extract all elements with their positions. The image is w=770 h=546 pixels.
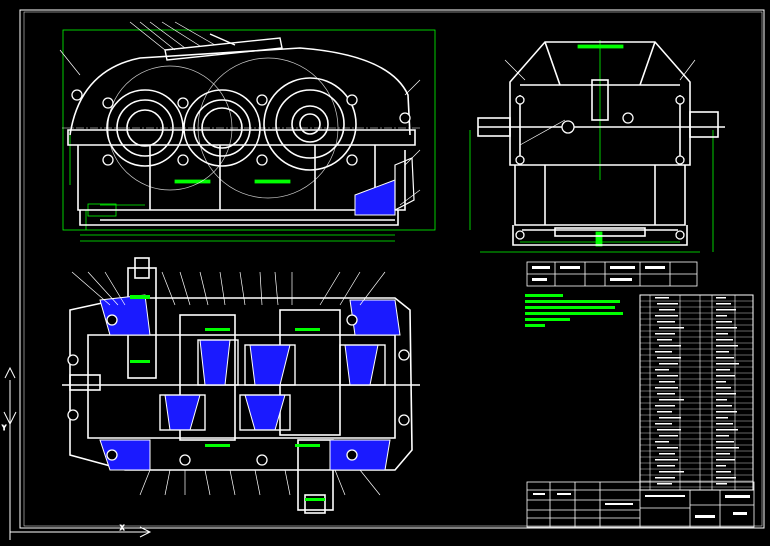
sheet-frame	[19, 9, 765, 529]
technical-requirements-notes	[525, 294, 623, 327]
svg-text:X: X	[120, 524, 125, 532]
parts-row-text	[659, 471, 684, 473]
parts-row-material	[716, 315, 727, 317]
parts-row-material	[716, 465, 726, 467]
technical-characteristics-table	[526, 261, 698, 287]
parts-row-material	[716, 387, 731, 389]
parts-row-material	[716, 297, 726, 299]
parts-row-text	[659, 399, 684, 401]
parts-row-material	[716, 429, 738, 431]
parts-row-text	[659, 417, 681, 419]
parts-row-material	[716, 321, 732, 323]
parts-list-table	[639, 294, 754, 491]
parts-row-material	[716, 477, 736, 479]
parts-row-material	[716, 309, 736, 311]
parts-row-text	[659, 345, 681, 347]
parts-row-material	[716, 453, 730, 455]
parts-row-text	[657, 357, 681, 359]
parts-row-text	[657, 393, 675, 395]
parts-row-material	[716, 345, 738, 347]
parts-row-text	[655, 405, 675, 407]
parts-row-text	[659, 363, 678, 365]
parts-row-text	[657, 339, 672, 341]
parts-row-text	[655, 315, 678, 317]
parts-row-material	[716, 471, 731, 473]
parts-row-text	[655, 369, 669, 371]
parts-row-material	[716, 447, 739, 449]
parts-row-text	[657, 411, 672, 413]
parts-row-text	[659, 327, 684, 329]
parts-row-text	[657, 447, 678, 449]
parts-row-material	[716, 327, 737, 329]
side-elevation-view[interactable]	[469, 40, 725, 253]
parts-row-text	[659, 453, 675, 455]
parts-row-text	[655, 351, 672, 353]
parts-row-text	[657, 465, 675, 467]
parts-row-text	[655, 387, 678, 389]
svg-text:Y: Y	[2, 424, 7, 432]
title-block	[526, 481, 755, 528]
parts-row-material	[716, 393, 736, 395]
parts-row-material	[716, 417, 728, 419]
parts-row-text	[659, 309, 675, 311]
parts-row-material	[716, 363, 739, 365]
parts-row-text	[655, 459, 678, 461]
parts-row-text	[655, 477, 675, 479]
parts-row-material	[716, 333, 728, 335]
parts-row-material	[716, 483, 727, 485]
parts-row-material	[716, 375, 735, 377]
parts-row-text	[659, 381, 675, 383]
front-elevation-view[interactable]	[59, 21, 436, 242]
parts-row-text	[657, 303, 678, 305]
parts-row-material	[716, 423, 733, 425]
parts-row-material	[716, 435, 729, 437]
parts-row-material	[716, 351, 729, 353]
parts-row-material	[716, 369, 730, 371]
parts-row-text	[655, 441, 669, 443]
top-section-view[interactable]	[62, 257, 420, 514]
parts-row-material	[716, 339, 733, 341]
parts-row-material	[716, 459, 735, 461]
parts-row-material	[716, 405, 732, 407]
parts-row-text	[657, 483, 672, 485]
parts-row-text	[659, 435, 678, 437]
parts-row-text	[655, 297, 669, 299]
parts-row-material	[716, 411, 737, 413]
parts-row-text	[657, 429, 681, 431]
parts-row-material	[716, 381, 726, 383]
parts-row-text	[657, 321, 675, 323]
parts-row-material	[716, 399, 727, 401]
parts-row-material	[716, 303, 731, 305]
parts-row-material	[716, 357, 734, 359]
parts-row-text	[655, 333, 675, 335]
parts-row-material	[716, 441, 734, 443]
ucs-axis-icon: Y X	[2, 366, 152, 540]
parts-row-text	[655, 423, 672, 425]
parts-row-text	[657, 375, 678, 377]
